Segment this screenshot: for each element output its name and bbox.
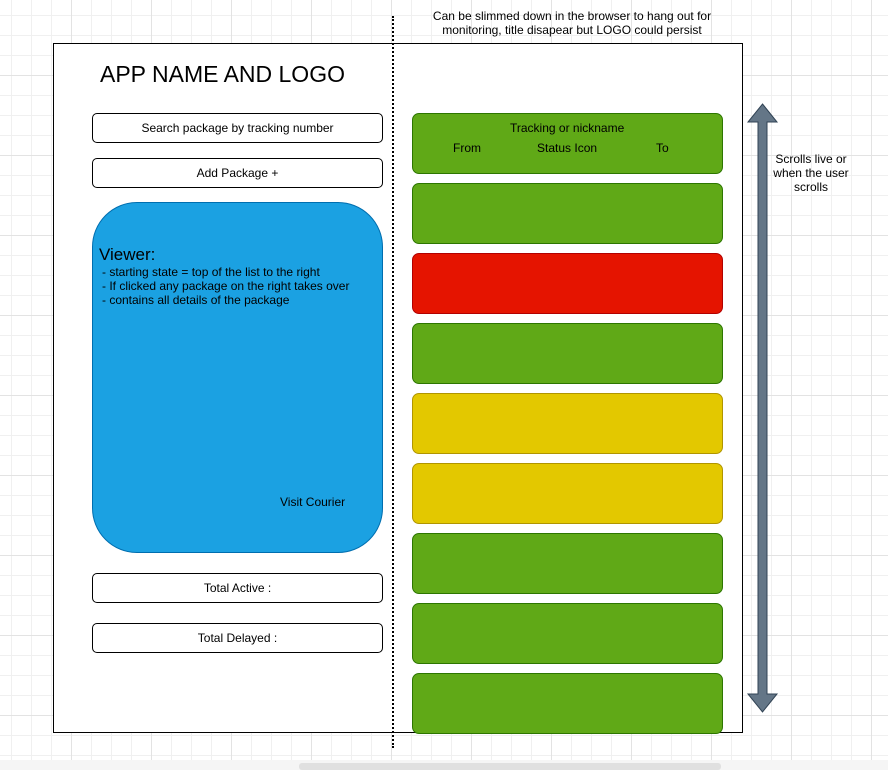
package-viewer-panel bbox=[92, 202, 383, 553]
scroll-arrow-icon bbox=[746, 103, 779, 713]
card-to-label: To bbox=[656, 141, 669, 155]
package-card[interactable] bbox=[412, 533, 723, 594]
viewer-note-line: - contains all details of the package bbox=[102, 293, 290, 307]
app-title-logo: APP NAME AND LOGO bbox=[100, 61, 345, 87]
search-package-label: Search package by tracking number bbox=[141, 121, 334, 135]
package-card[interactable] bbox=[412, 183, 723, 244]
package-card[interactable] bbox=[412, 393, 723, 454]
total-active-label: Total Active : bbox=[203, 581, 272, 595]
horizontal-scrollbar[interactable] bbox=[299, 763, 721, 770]
total-active-box: Total Active : bbox=[92, 573, 383, 603]
card-tracking-label: Tracking or nickname bbox=[510, 121, 625, 135]
add-package-label: Add Package + bbox=[196, 166, 279, 180]
dotted-divider bbox=[392, 16, 394, 748]
viewer-heading: Viewer: bbox=[99, 245, 156, 264]
viewer-notes: - starting state = top of the list to th… bbox=[102, 265, 349, 307]
total-delayed-box: Total Delayed : bbox=[92, 623, 383, 653]
package-card[interactable] bbox=[412, 323, 723, 384]
viewer-note-line: - If clicked any package on the right ta… bbox=[102, 279, 350, 293]
scroll-note: Scrolls live or when the user scrolls bbox=[773, 152, 849, 194]
search-package-input[interactable]: Search package by tracking number bbox=[92, 113, 383, 143]
package-card[interactable] bbox=[412, 603, 723, 664]
slim-mode-note: Can be slimmed down in the browser to ha… bbox=[432, 9, 712, 37]
total-delayed-label: Total Delayed : bbox=[197, 631, 278, 645]
package-card[interactable] bbox=[412, 463, 723, 524]
viewer-note-line: - starting state = top of the list to th… bbox=[102, 265, 320, 279]
package-card[interactable] bbox=[412, 253, 723, 314]
visit-courier-link[interactable]: Visit Courier bbox=[280, 495, 346, 509]
card-from-label: From bbox=[453, 141, 481, 155]
package-card[interactable]: Tracking or nickname From Status Icon To bbox=[412, 113, 723, 174]
add-package-button[interactable]: Add Package + bbox=[92, 158, 383, 188]
package-card[interactable] bbox=[412, 673, 723, 734]
card-status-icon-label: Status Icon bbox=[537, 141, 598, 155]
